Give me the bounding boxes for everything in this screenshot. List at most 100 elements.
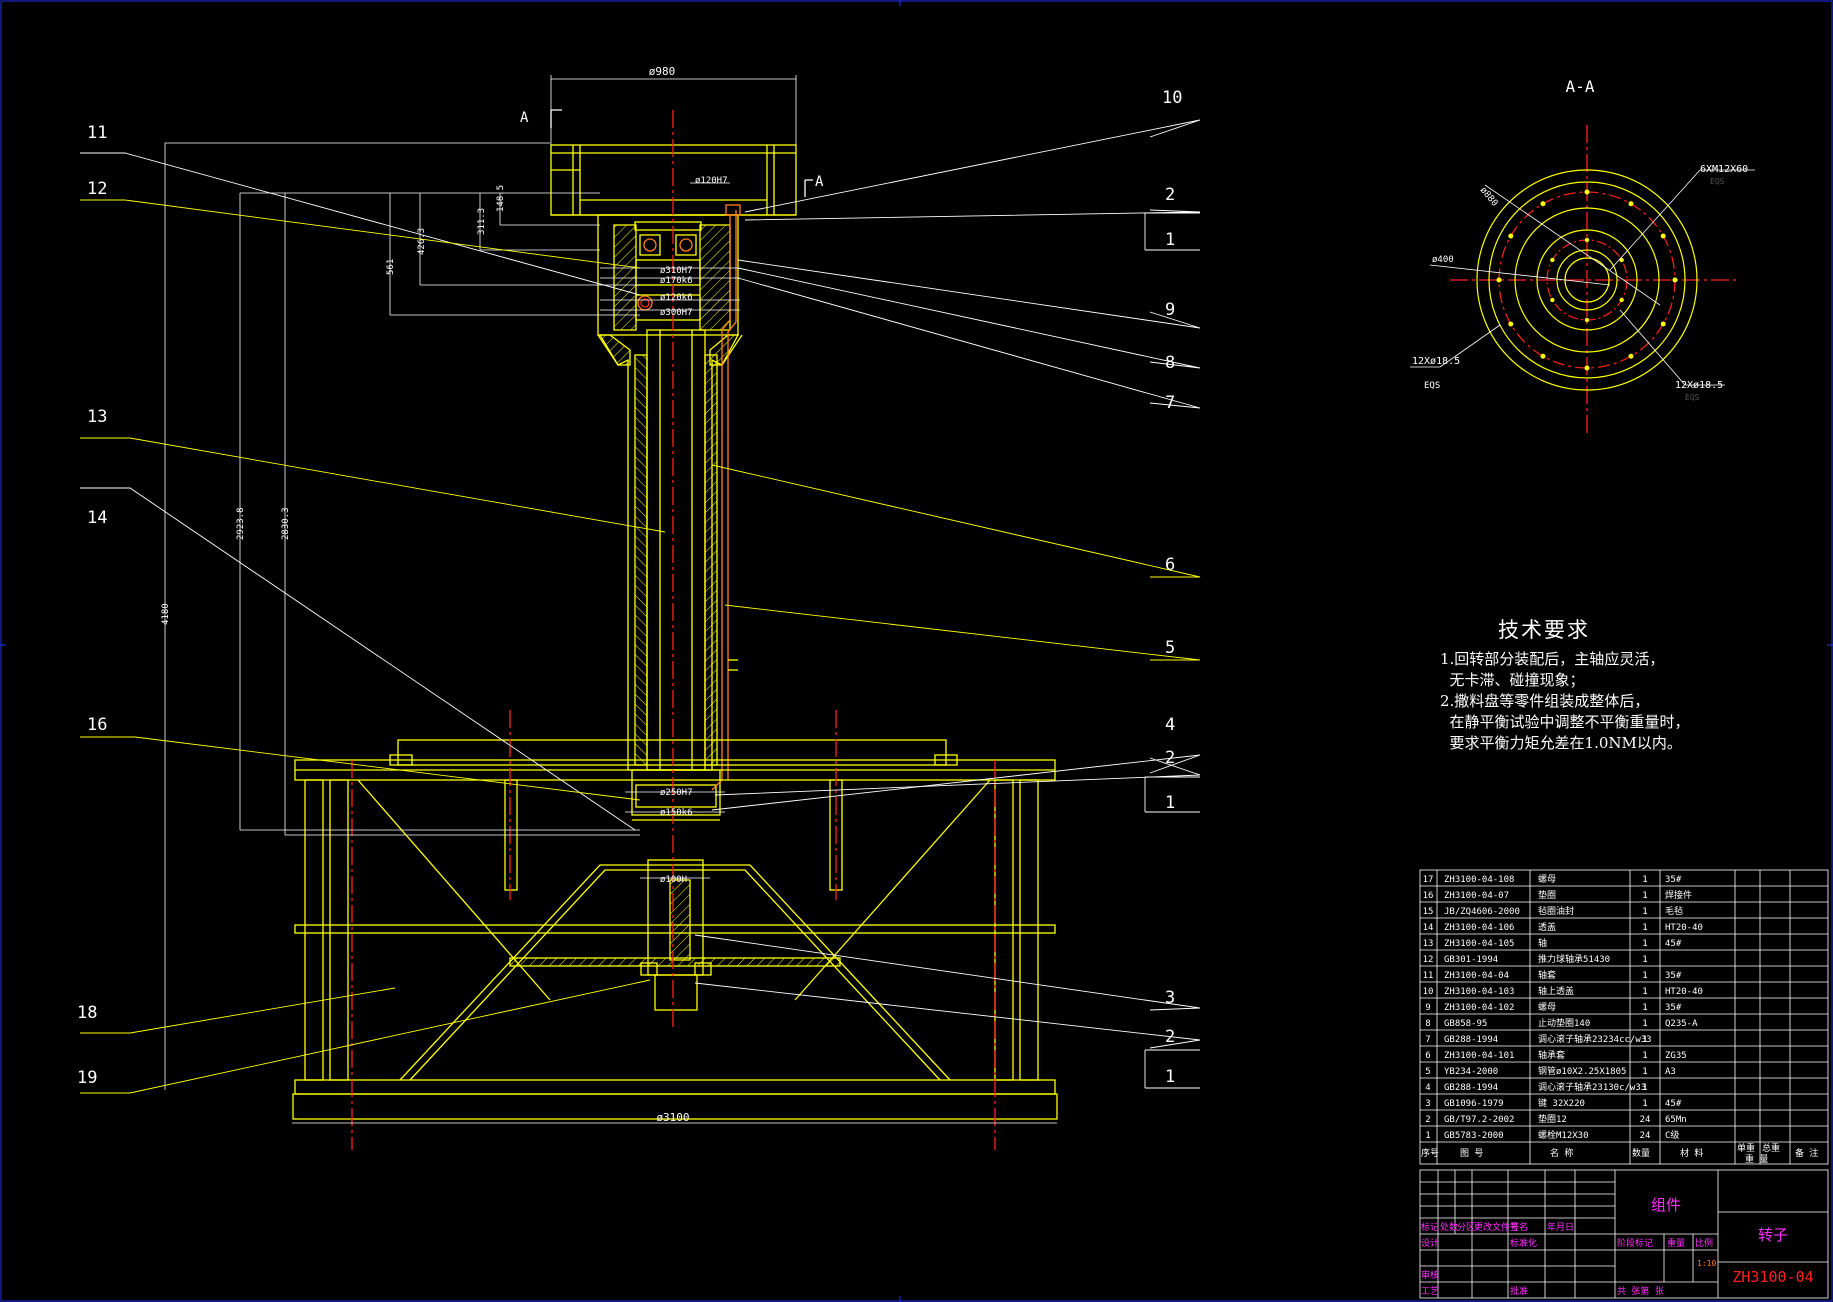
bom-code: ZH3100-04-105 [1444, 939, 1514, 949]
dim-170k6: ø170k6 [660, 276, 693, 286]
dim-2830-3: 2830.3 [281, 507, 291, 540]
tb-weight: 重量 [1667, 1237, 1685, 1249]
bom-header-code: 图 号 [1460, 1148, 1483, 1159]
note-line: 2.撒料盘等零件组装成整体后， [1440, 692, 1650, 710]
outer-bolt-hole [1660, 233, 1666, 239]
bom-material: ZG35 [1665, 1051, 1687, 1061]
bom-qty: 1 [1642, 891, 1647, 901]
dim-400: ø400 [1432, 255, 1454, 265]
part-name: 转子 [1758, 1226, 1788, 1244]
bolt-spec: 6XM12X60 [1700, 164, 1748, 175]
bom-name: 钢管ø10X2.25X1805 [1538, 1065, 1626, 1077]
hole-spec-left: 12Xø18.5 [1412, 356, 1460, 367]
balloon-1a: 1 [1165, 230, 1175, 250]
lube-pipe [711, 204, 741, 791]
note-line: 1.回转部分装配后，主轴应灵活， [1440, 650, 1665, 668]
technical-requirements: 技术要求 1.回转部分装配后，主轴应灵活， 无卡滞、碰撞现象； 2.撒料盘等零件… [1440, 620, 1690, 754]
platform-frame [292, 739, 1058, 1120]
balloon-5: 5 [1165, 638, 1175, 658]
dim-250h7: ø250H7 [660, 788, 693, 798]
dim-100h: ø100H [660, 875, 687, 885]
outer-bolt-hole [1540, 353, 1546, 359]
bom-header-seq: 序号 [1421, 1147, 1439, 1159]
dim-120h7: ø120H7 [695, 176, 728, 186]
balloon-16: 16 [87, 715, 107, 735]
note-line: 在静平衡试验中调整不平衡重量时， [1440, 713, 1690, 731]
bom-material: A3 [1665, 1067, 1676, 1077]
dim-3100: ø3100 [656, 1111, 689, 1124]
bom-qty: 24 [1640, 1131, 1651, 1141]
leader-lines [80, 119, 1201, 1094]
bom-name: 调心滚子轴承23130c/w33 [1538, 1081, 1646, 1093]
bom-code: GB301-1994 [1444, 955, 1498, 965]
balloon-8: 8 [1165, 353, 1175, 373]
section-mark-left: A [520, 110, 529, 126]
outer-bolt-hole [1628, 353, 1634, 359]
section-mark-right: A [815, 174, 824, 190]
balloon-1b: 1 [1165, 793, 1175, 813]
bom-no: 7 [1425, 1035, 1430, 1045]
bom-no: 4 [1425, 1083, 1430, 1093]
bom-qty: 1 [1642, 875, 1647, 885]
bom-header-qty: 数量 [1632, 1147, 1650, 1159]
bom-qty: 1 [1642, 1003, 1647, 1013]
bom-no: 10 [1423, 987, 1434, 997]
tb-stage-mark: 阶段标记 [1617, 1237, 1653, 1249]
bom-no: 9 [1425, 1003, 1430, 1013]
inner-bolt-hole [1619, 297, 1624, 303]
bom-material: C级 [1665, 1129, 1679, 1141]
balloon-2a: 2 [1165, 185, 1175, 205]
bom-name: 轴 [1538, 937, 1547, 949]
bom-material: 焊接件 [1665, 889, 1692, 901]
balloon-1c: 1 [1165, 1067, 1175, 1087]
bom-no: 12 [1423, 955, 1434, 965]
bom-grid [1419, 869, 1829, 1165]
bom-qty: 1 [1642, 1051, 1647, 1061]
balloon-3: 3 [1165, 988, 1175, 1008]
tb-change-doc: 更改文件号 [1474, 1221, 1519, 1233]
balloon-10: 10 [1162, 88, 1182, 108]
bom-code: GB/T97.2-2002 [1444, 1115, 1514, 1125]
balloon-12: 12 [87, 179, 107, 199]
bom-header-material: 材 料 [1680, 1147, 1703, 1159]
bom-code: GB288-1994 [1444, 1035, 1498, 1045]
eqs-right: EQS [1685, 393, 1700, 402]
bom-material: Q235-A [1665, 1019, 1698, 1029]
bom-header: 序号图 号名 称数量材 料单重总重重 量备 注 [1421, 1142, 1818, 1165]
balloon-19: 19 [77, 1068, 97, 1088]
bom-no: 3 [1425, 1099, 1430, 1109]
outer-bolt-hole [1540, 201, 1546, 207]
tb-standardize: 标准化 [1510, 1237, 1537, 1249]
hole-spec-right: 12Xø18.5 [1675, 380, 1723, 391]
bom-material: 35# [1665, 1003, 1682, 1013]
bom-header-weight: 重 量 [1745, 1153, 1768, 1165]
balloon-18: 18 [77, 1003, 97, 1023]
bom-material: 45# [1665, 939, 1682, 949]
bom-name: 轴上透盖 [1538, 985, 1574, 997]
tb-date: 年月日 [1547, 1221, 1574, 1233]
bom-qty: 1 [1642, 971, 1647, 981]
outer-bolt-hole [1496, 277, 1502, 283]
bom-name: 透盖 [1538, 921, 1556, 933]
tb-scale: 比例 [1695, 1237, 1713, 1249]
dim-311-3: 311.3 [477, 208, 487, 235]
dim-426-3: 426.3 [417, 228, 427, 255]
bom-header-remark: 备 注 [1795, 1147, 1818, 1159]
tb-design: 设计 [1421, 1237, 1439, 1249]
bom-qty: 24 [1640, 1115, 1651, 1125]
bom-code: GB1096-1979 [1444, 1099, 1504, 1109]
outer-bolt-hole [1508, 321, 1514, 327]
bom-name: 垫圈12 [1538, 1113, 1567, 1125]
bom-qty: 1 [1642, 1067, 1647, 1077]
tb-approve: 批准 [1510, 1285, 1528, 1297]
bom-code: ZH3100-04-108 [1444, 875, 1514, 885]
assembly-label: 组件 [1651, 1196, 1681, 1214]
bom-header-name: 名 称 [1550, 1147, 1573, 1159]
outer-bolt-hole [1584, 189, 1590, 195]
drawing-number: ZH3100-04 [1732, 1268, 1813, 1286]
